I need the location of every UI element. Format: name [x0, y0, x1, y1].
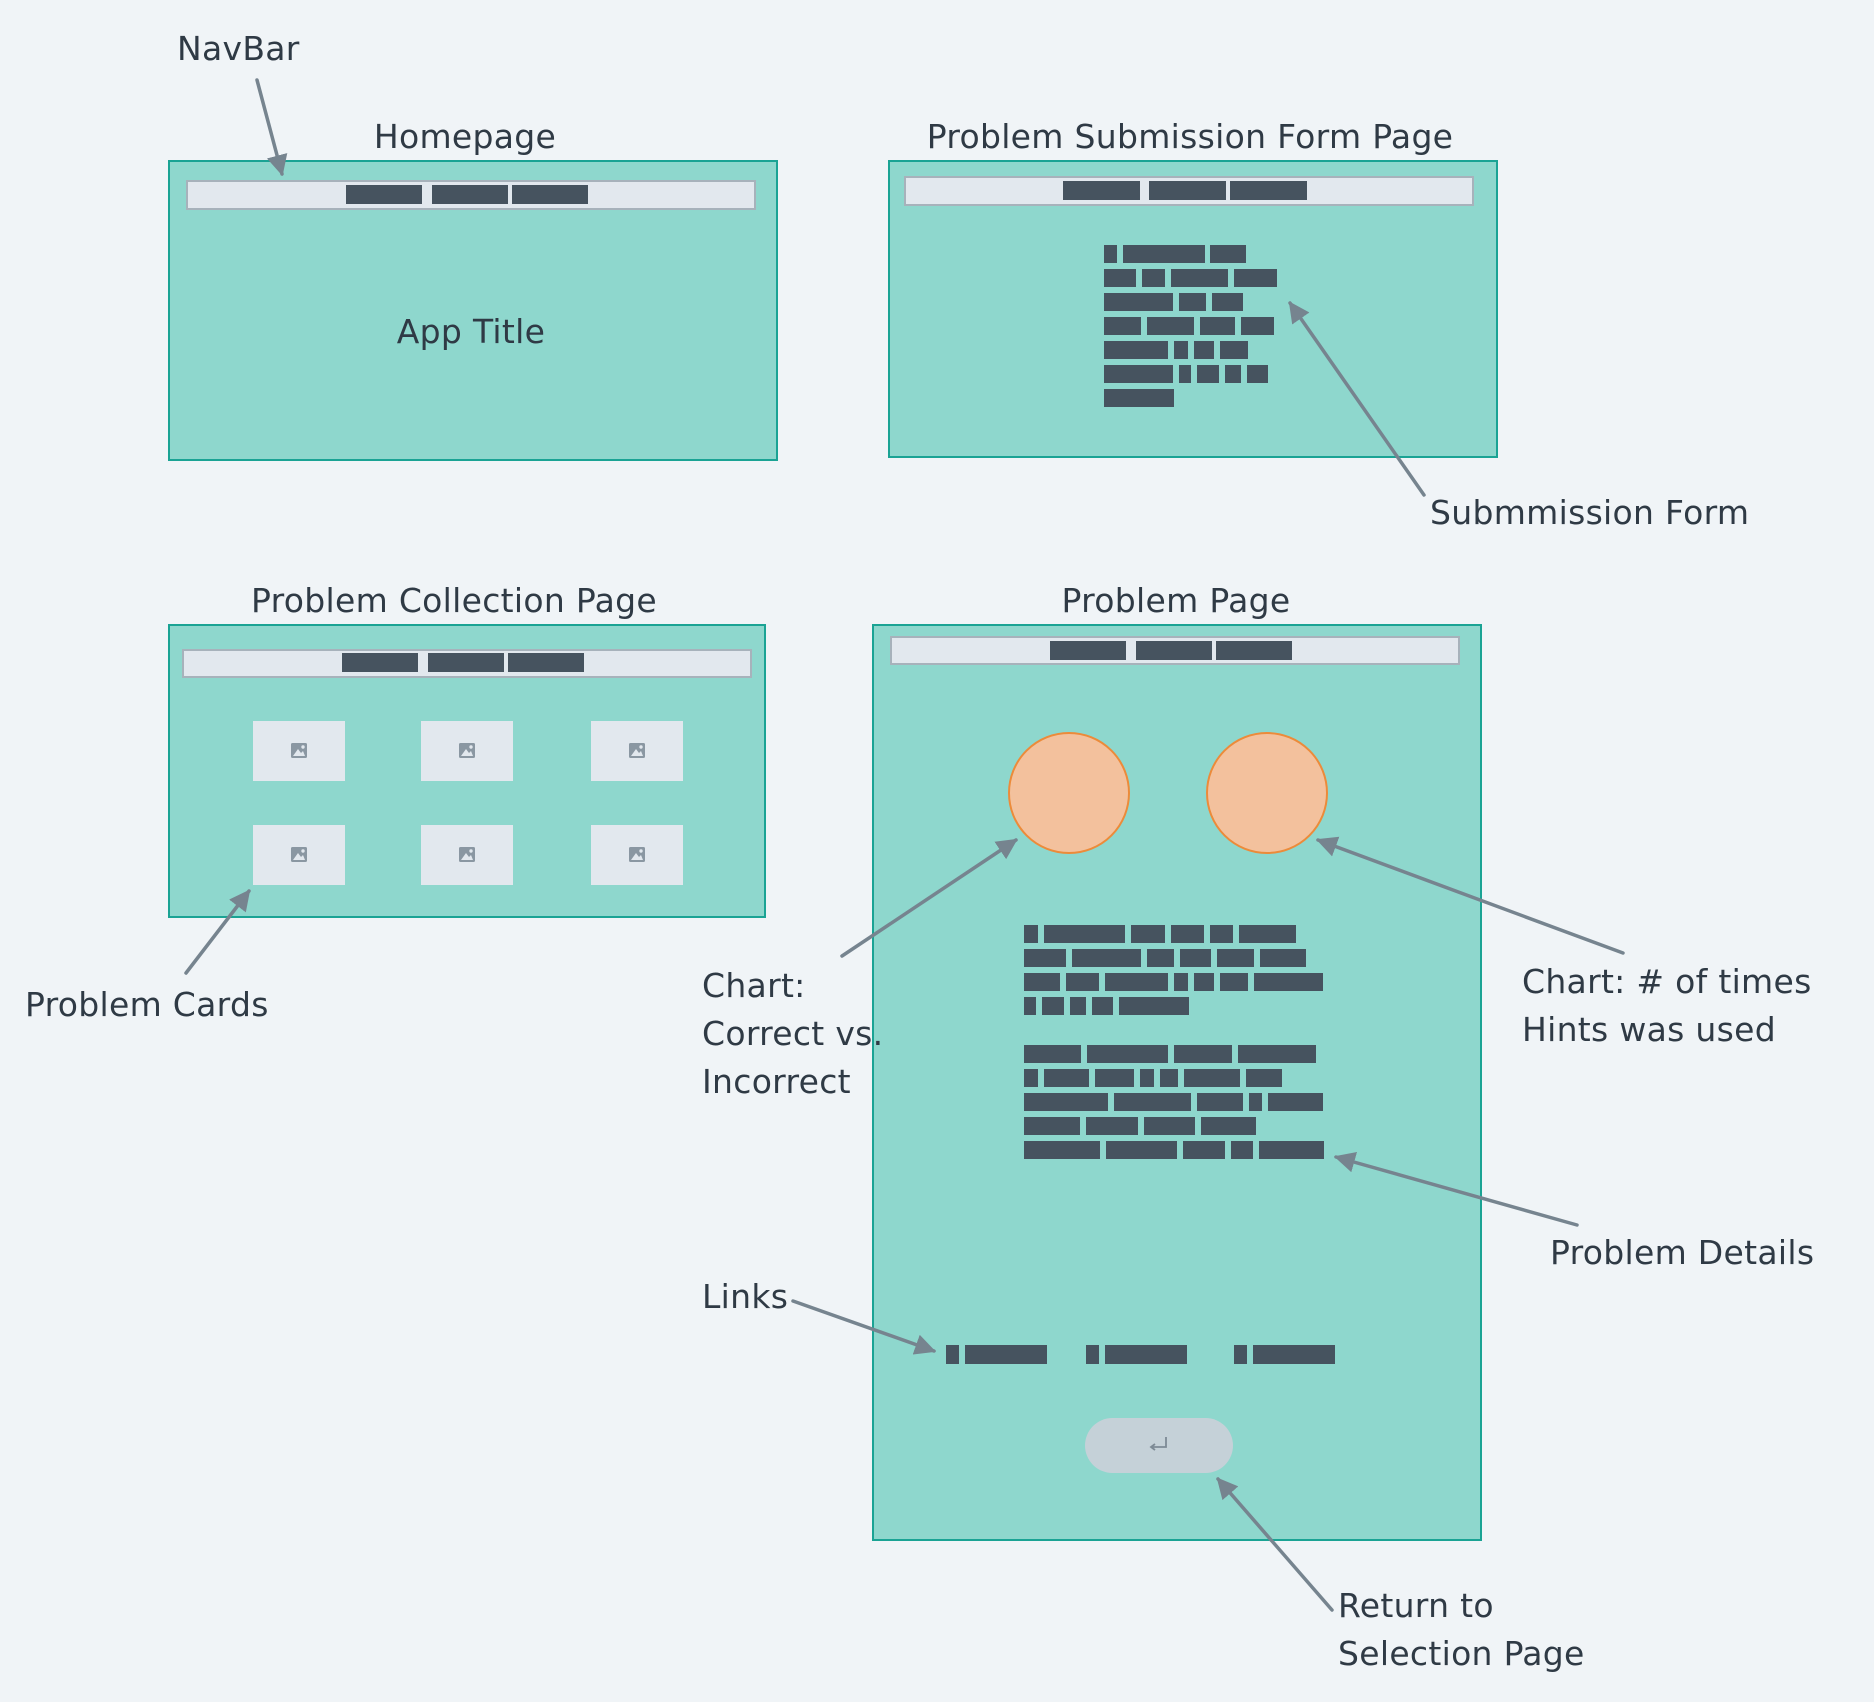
chart-correct-arrow	[840, 838, 1018, 958]
chart-hints-arrow	[1316, 836, 1625, 955]
collection-page-title: Problem Collection Page	[251, 581, 657, 620]
problem-card[interactable]	[253, 721, 345, 781]
image-placeholder-icon	[629, 847, 645, 862]
image-placeholder-icon	[629, 743, 645, 758]
return-annotation-line2: Selection Page	[1338, 1634, 1585, 1673]
return-button[interactable]	[1085, 1418, 1233, 1473]
chart-hints-annotation-line2: Hints was used	[1522, 1010, 1776, 1049]
link[interactable]	[1086, 1345, 1187, 1364]
submission-page-title: Problem Submission Form Page	[926, 117, 1454, 156]
problem-card[interactable]	[253, 825, 345, 885]
links-arrow	[791, 1299, 936, 1355]
chart-correct-annotation-line1: Chart:	[702, 966, 806, 1005]
submission-form-text-blocks[interactable]	[1104, 245, 1277, 407]
image-placeholder-icon	[459, 847, 475, 862]
problem-card[interactable]	[421, 721, 513, 781]
links-row	[946, 1345, 1335, 1364]
homepage-title: Homepage	[373, 117, 557, 156]
link[interactable]	[1234, 1345, 1335, 1364]
navbar[interactable]	[186, 180, 756, 210]
submission-form-arrow	[1288, 301, 1426, 497]
app-title: App Title	[396, 312, 546, 351]
image-placeholder-icon	[291, 743, 307, 758]
chart-correct-annotation-line2: Correct vs.	[702, 1014, 884, 1053]
link[interactable]	[946, 1345, 1047, 1364]
problem-cards-arrow	[184, 889, 251, 975]
navbar[interactable]	[890, 636, 1460, 665]
image-placeholder-icon	[291, 847, 307, 862]
navbar-annotation-label: NavBar	[177, 29, 300, 68]
return-arrow-icon	[1149, 1437, 1167, 1451]
submission-form-annotation-label: Submmission Form	[1430, 493, 1750, 532]
image-placeholder-icon	[459, 743, 475, 758]
annotation-arrows	[184, 78, 1625, 1612]
chart-correct-annotation-line3: Incorrect	[702, 1062, 851, 1101]
problem-page-wireframe	[872, 624, 1482, 1541]
return-arrow	[1216, 1477, 1334, 1612]
chart-hints-annotation-line1: Chart: # of times	[1522, 962, 1812, 1001]
problem-cards-annotation-label: Problem Cards	[25, 985, 269, 1024]
problem-details-arrow	[1333, 1152, 1579, 1227]
problem-page-title: Problem Page	[1061, 581, 1291, 620]
correct-vs-incorrect-chart	[1008, 732, 1130, 854]
collection-page-wireframe	[168, 624, 766, 918]
hints-usage-chart	[1206, 732, 1328, 854]
navbar[interactable]	[182, 649, 752, 678]
problem-card[interactable]	[591, 721, 683, 781]
navbar-arrow	[255, 78, 288, 177]
problem-card[interactable]	[591, 825, 683, 885]
submission-page-wireframe	[888, 160, 1498, 458]
problem-details-text-blocks	[1024, 925, 1324, 1159]
navbar[interactable]	[904, 176, 1474, 206]
problem-details-annotation-label: Problem Details	[1550, 1233, 1815, 1272]
links-annotation-label: Links	[702, 1277, 789, 1316]
problem-card[interactable]	[421, 825, 513, 885]
homepage-wireframe	[168, 160, 778, 461]
return-annotation-line1: Return to	[1338, 1586, 1494, 1625]
